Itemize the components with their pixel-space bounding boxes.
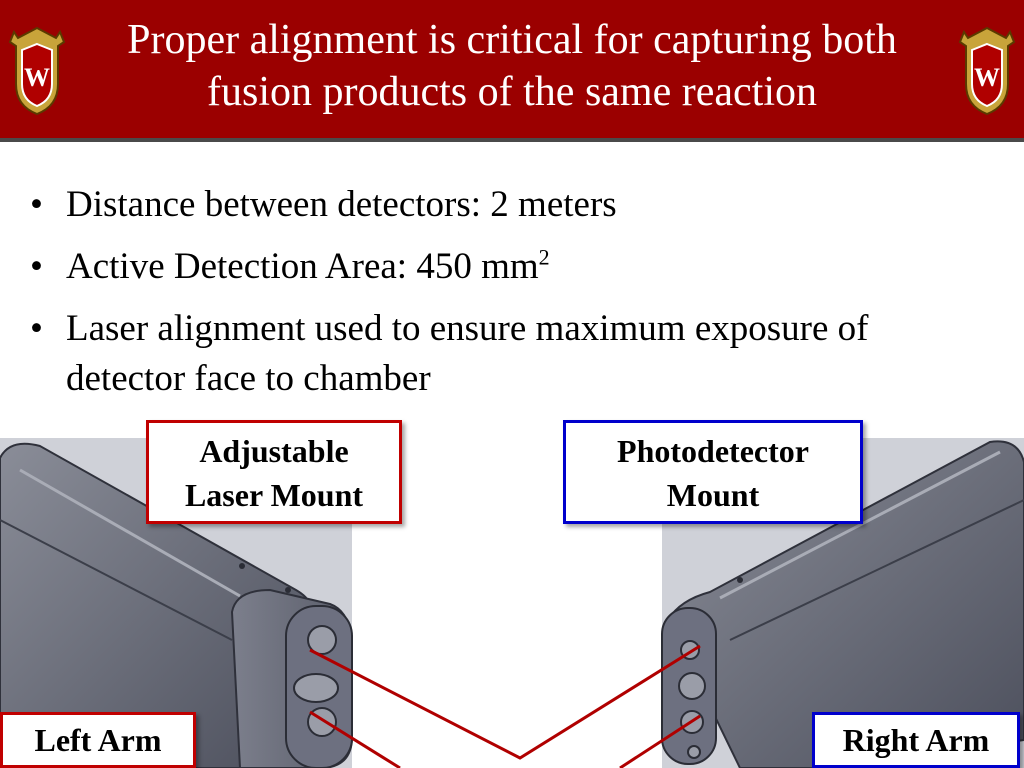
laser-mount-label: Adjustable Laser Mount — [146, 420, 402, 524]
left-face-hole — [307, 625, 337, 655]
right-face-hole — [687, 745, 701, 759]
photodetector-mount-label: Photodetector Mount — [563, 420, 863, 524]
bullet-item: • Laser alignment used to ensure maximum … — [24, 304, 984, 404]
bullet-marker: • — [30, 246, 43, 287]
bullet-text: Active Detection Area: 450 mm — [66, 246, 539, 287]
crest-letter: W — [974, 63, 1000, 92]
photodetector-mount-label-line2: Mount — [666, 477, 760, 513]
right-face-hole — [678, 672, 706, 700]
title-bar: W Proper alignment is critical for captu… — [0, 0, 1024, 142]
bullet-item: • Active Detection Area: 450 mm2 — [24, 242, 984, 292]
laser-mount-label-line1: Adjustable — [199, 433, 349, 469]
laser-mount-label-line2: Laser Mount — [184, 477, 364, 513]
alignment-line — [619, 714, 701, 768]
alignment-line — [309, 644, 701, 760]
bullet-text: Laser alignment used to ensure maximum e… — [66, 308, 869, 399]
slide-title: Proper alignment is critical for capturi… — [127, 17, 897, 115]
bullet-marker: • — [30, 184, 43, 225]
bullet-text: Distance between detectors: 2 meters — [66, 184, 617, 225]
bullet-list: • Distance between detectors: 2 meters • A… — [24, 180, 984, 416]
right-arm-label: Right Arm — [812, 712, 1020, 768]
university-crest-icon: W — [958, 26, 1016, 116]
bullet-marker: • — [30, 308, 43, 349]
left-arm-label: Left Arm — [0, 712, 196, 768]
superscript: 2 — [538, 244, 550, 270]
crest-letter: W — [24, 63, 50, 92]
alignment-line — [309, 710, 401, 768]
photodetector-mount-label-line1: Photodetector — [617, 433, 809, 469]
bullet-item: • Distance between detectors: 2 meters — [24, 180, 984, 230]
left-face-hole — [293, 673, 339, 703]
university-crest-icon: W — [8, 26, 66, 116]
